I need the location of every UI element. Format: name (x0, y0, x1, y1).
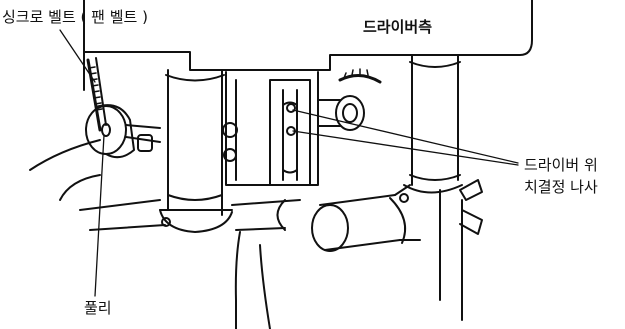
driver-block (222, 71, 319, 186)
right-knob (317, 95, 365, 131)
pulley-label: 풀리 (84, 299, 112, 317)
left-post (159, 69, 233, 233)
pulley (85, 104, 161, 159)
lower-rail (29, 139, 421, 329)
driver-side-label: 드라이버측 (363, 18, 433, 36)
right-post (403, 54, 463, 321)
sync-belt-label: 싱크로 벨트 ( 팬 벨트 ) (2, 8, 148, 26)
synchro-belt (86, 57, 382, 132)
driver-housing (83, 0, 533, 91)
wing-nut (459, 179, 483, 235)
leader-lines (59, 29, 519, 297)
driver-screw-label-line1: 드라이버 위 (524, 156, 598, 174)
driver-screw-label-line2: 치결정 나사 (524, 178, 598, 196)
